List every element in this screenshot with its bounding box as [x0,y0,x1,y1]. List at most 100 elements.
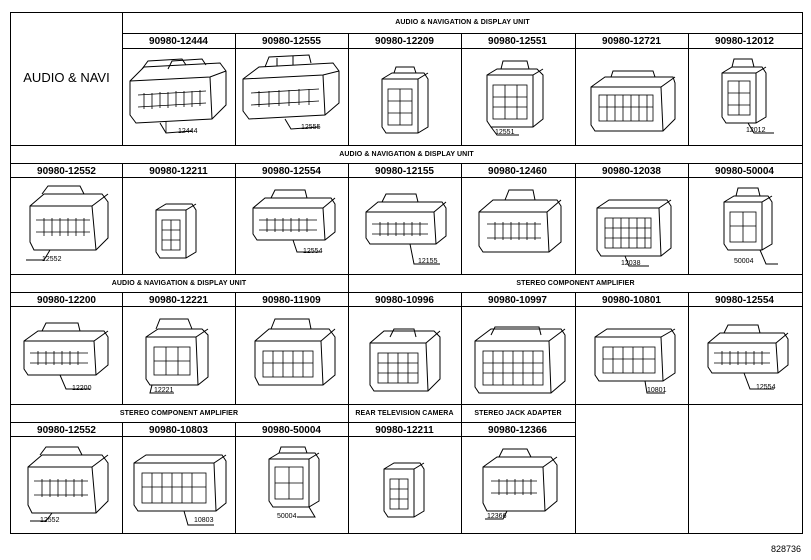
part-number: 90980-12155 [375,166,434,177]
part-number: 90980-12551 [488,36,547,47]
connector-drawing: 12555 [235,49,348,145]
connector-code: 12221 [154,387,174,394]
divider [575,292,576,404]
connector-icon [369,328,441,392]
divider [348,33,349,145]
connector-code: 50004 [277,513,297,520]
connector-drawing [348,49,461,145]
connector-icon [594,328,676,394]
connector-icon [721,58,774,134]
connector-icon [383,462,425,518]
part-number: 90980-12554 [262,166,321,177]
divider [348,404,349,534]
part-number: 90980-12460 [488,166,547,177]
connector-icon [707,324,789,390]
connector-icon [474,326,566,394]
connector-code: 10801 [647,387,667,394]
part-number: 90980-10803 [149,425,208,436]
connector-icon [268,446,320,518]
part-number: 90980-12012 [715,36,774,47]
connector-code: 12551 [495,129,515,136]
section-header: AUDIO & NAVIGATION & DISPLAY UNIT [339,151,474,158]
connector-drawing: 12012 [688,49,801,145]
connector-icon [596,199,672,267]
section-header: REAR TELEVISION CAMERA [355,410,454,417]
connector-drawing: 12038 [575,178,688,274]
divider [10,145,803,146]
part-number: 90980-12221 [149,295,208,306]
divider [10,274,803,275]
part-number: 90980-12209 [375,36,434,47]
connector-drawing: 12554 [235,178,348,274]
connector-drawing [235,307,348,404]
part-number: 90980-10801 [602,295,661,306]
connector-icon [27,446,109,522]
connector-drawing [461,178,574,274]
connector-drawing: 12366 [461,437,574,534]
divider [575,33,576,145]
divider [122,422,123,534]
connector-code: 12444 [178,128,198,135]
connector-drawing: 12554 [688,307,801,404]
section-header: STEREO COMPONENT AMPLIFIER [516,280,635,287]
figure-number: 828736 [770,544,801,554]
connector-code: 12012 [746,127,766,134]
divider [688,292,689,404]
connector-code: 12200 [72,385,92,392]
divider [688,163,689,274]
part-number: 90980-12721 [602,36,661,47]
divider [122,33,803,34]
connector-icon [590,70,676,132]
connector-code: 12366 [487,513,507,520]
connector-drawing: 10803 [122,437,235,534]
connector-drawing [348,307,461,404]
part-number: 90980-12555 [262,36,321,47]
part-number: 90980-12200 [37,295,96,306]
part-number: 90980-11909 [262,295,321,306]
part-number: 90980-12038 [602,166,661,177]
section-header: AUDIO & NAVIGATION & DISPLAY UNIT [395,19,530,26]
divider [122,292,123,404]
connector-icon [145,318,209,394]
connector-drawing: 12552 [10,178,123,274]
divider [10,404,803,405]
connector-drawing: 12552 [10,437,123,534]
divider [235,163,236,274]
section-header: STEREO JACK ADAPTER [474,410,562,417]
divider [235,292,236,404]
chart-frame [10,12,803,534]
connector-drawing [575,49,688,145]
connector-icon [365,193,447,265]
connector-icon [26,185,109,261]
divider [348,163,349,274]
connector-icon [23,322,109,390]
part-number: 90980-12552 [37,166,96,177]
divider [122,163,123,274]
connector-drawing: 50004 [688,178,801,274]
connector-icon [381,66,429,134]
connector-drawing: 50004 [235,437,348,534]
connector-drawing [461,307,574,404]
connector-icon [254,318,336,386]
section-header: STEREO COMPONENT AMPLIFIER [119,410,239,417]
connector-code: 12554 [303,248,323,255]
connector-drawing [348,437,461,534]
divider [575,163,576,274]
connector-code: 12552 [40,517,60,524]
divider [461,292,462,404]
connector-icon [478,189,562,253]
connector-icon [133,454,227,526]
part-number: 90980-10997 [488,295,547,306]
connector-icon [723,187,778,265]
connector-drawing [122,178,235,274]
connector-icon [129,58,227,134]
connector-code: 12555 [301,124,321,131]
divider [688,33,689,145]
connector-drawing: 12200 [10,307,123,404]
part-number: 90980-50004 [262,425,321,436]
part-number: 90980-12552 [37,425,96,436]
connector-code: 50004 [734,258,754,265]
divider [235,422,236,534]
divider [575,404,576,534]
